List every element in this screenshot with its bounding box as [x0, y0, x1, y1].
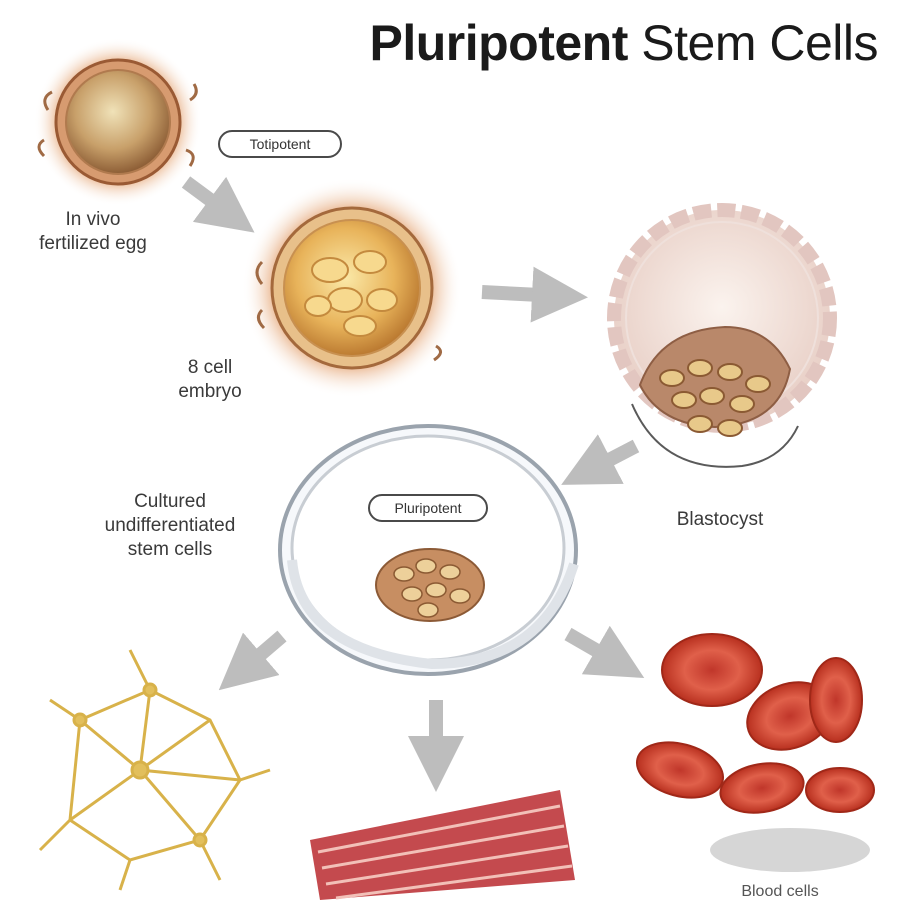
label-cultured-stem-cells: Cultured undifferentiated stem cells	[70, 490, 270, 562]
label-cultured-line1: Cultured	[134, 491, 206, 512]
label-blood-cells: Blood cells	[741, 883, 819, 900]
fertilized-egg	[34, 38, 202, 206]
label-cultured-line3: stem cells	[127, 539, 213, 560]
muscle-cells	[310, 790, 575, 900]
label-blastocyst: Blastocyst	[676, 509, 764, 530]
arrow-dish-to-blood	[564, 625, 645, 678]
badge-pluripotent: Pluripotent	[368, 494, 488, 522]
red-blood-cells	[635, 633, 875, 872]
label-8-cell-embryo: 8 cell embryo	[150, 356, 270, 404]
nerve-cells	[38, 649, 271, 891]
arrow-blastocyst-to-dish	[561, 434, 640, 485]
title-bold: Pluripotent	[369, 15, 628, 71]
blastocyst	[607, 203, 837, 468]
arrow-dish-to-nerve	[218, 630, 287, 691]
petri-dish	[278, 424, 579, 676]
label-embryo-line2: embryo	[178, 381, 242, 402]
title-regular: Stem Cells	[641, 15, 878, 71]
label-egg-line2: fertilized egg	[39, 233, 147, 254]
label-cultured-line2: undifferentiated	[104, 515, 236, 536]
eight-cell-embryo	[242, 178, 462, 398]
arrow-embryo-to-blastocyst	[481, 266, 588, 323]
process-arrows	[181, 176, 645, 792]
arrow-egg-to-embryo	[181, 176, 255, 233]
page-title: Pluripotent Stem Cells	[369, 14, 878, 72]
label-fertilized-egg: In vivo fertilized egg	[8, 208, 178, 256]
badge-totipotent: Totipotent	[218, 130, 342, 158]
label-embryo-line1: 8 cell	[187, 357, 233, 378]
label-egg-line1: In vivo	[65, 209, 121, 230]
